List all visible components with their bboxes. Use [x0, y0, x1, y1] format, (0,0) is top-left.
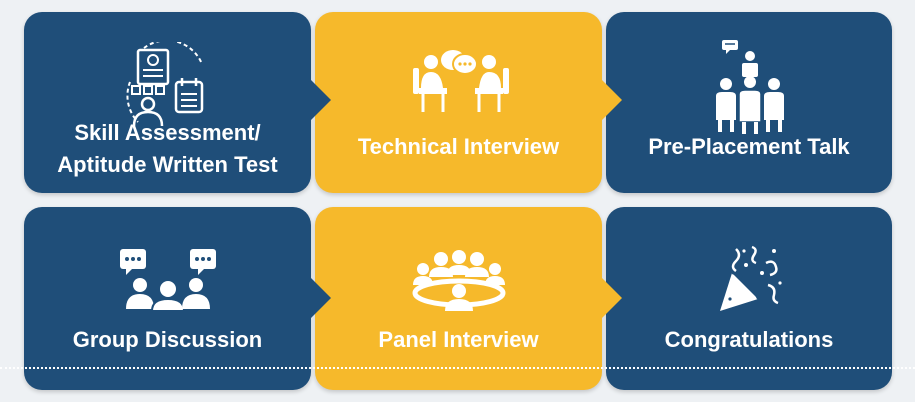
step-label: Group Discussion	[72, 327, 263, 352]
step-label-line2: Aptitude Written Test	[57, 152, 278, 177]
flow-arrow	[311, 80, 331, 120]
written-test-icon	[124, 42, 214, 130]
step-skill-assessment: Skill Assessment/ Aptitude Written Test	[24, 12, 311, 193]
step-group-discussion: Group Discussion	[24, 207, 311, 390]
step-panel-interview: Panel Interview	[315, 207, 602, 390]
step-pre-placement-talk: Pre-Placement Talk	[606, 12, 892, 193]
step-label: Pre-Placement Talk	[648, 134, 850, 159]
flow-arrow	[602, 278, 622, 318]
panel-meeting-icon	[411, 247, 507, 313]
presentation-talk-icon	[712, 38, 788, 134]
flow-arrow	[311, 278, 331, 318]
step-label: Panel Interview	[378, 327, 539, 352]
step-label: Congratulations	[664, 327, 834, 352]
flow-arrow	[602, 80, 622, 120]
step-label-line1: Skill Assessment/	[74, 120, 261, 145]
step-technical-interview: Technical Interview	[315, 12, 602, 193]
step-congratulations: Congratulations	[606, 207, 892, 390]
party-popper-icon	[714, 243, 786, 315]
interview-icon	[409, 42, 513, 118]
step-label: Technical Interview	[357, 134, 560, 159]
dotted-baseline	[0, 367, 915, 369]
group-discussion-icon	[116, 247, 220, 311]
